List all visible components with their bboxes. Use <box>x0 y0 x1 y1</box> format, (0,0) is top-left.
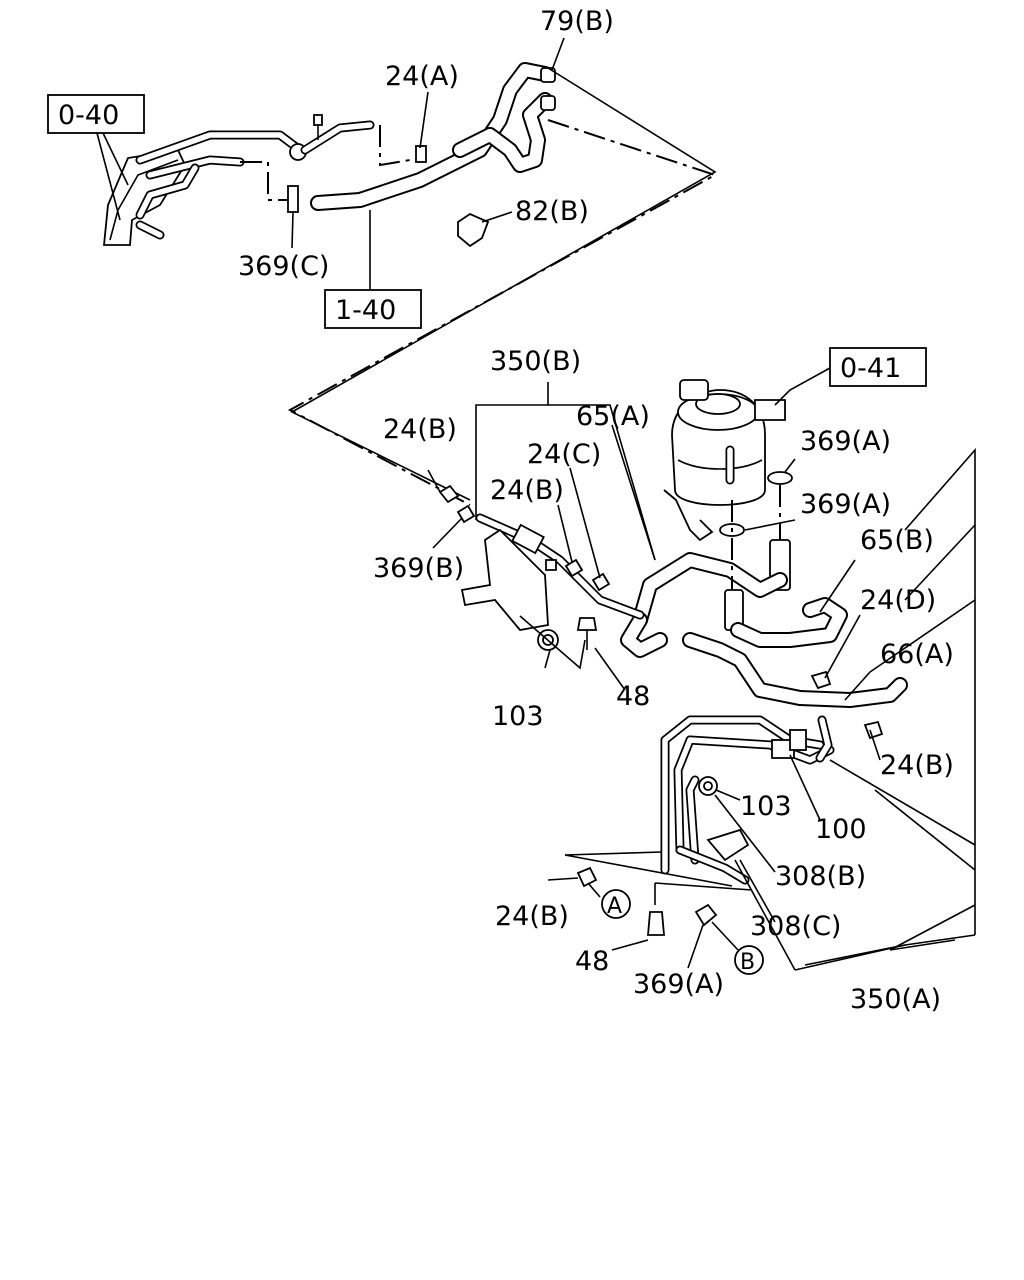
leader-lines <box>96 37 976 971</box>
callout-24c: 24(C) <box>527 439 601 470</box>
ref-box-0-40[interactable]: 0-40 <box>47 94 145 134</box>
callout-66a: 66(A) <box>880 639 954 670</box>
callout-369a-3: 369(A) <box>633 969 724 1000</box>
marker-a: A <box>601 889 631 919</box>
upper-pipe-assembly <box>103 62 718 506</box>
callout-24b-2: 24(B) <box>490 475 564 506</box>
callout-65a: 65(A) <box>576 401 650 432</box>
callout-24b-3: 24(B) <box>880 750 954 781</box>
callout-100: 100 <box>815 814 867 845</box>
callout-labels: 79(B) 24(A) 82(B) 369(C) 350(B) 65(A) 24… <box>238 6 954 1015</box>
callout-48-1: 48 <box>616 681 650 712</box>
callout-308b: 308(B) <box>775 861 866 892</box>
callout-369b: 369(B) <box>373 553 464 584</box>
callout-103-1: 103 <box>492 701 544 732</box>
svg-text:0-40: 0-40 <box>58 100 119 131</box>
callout-65b: 65(B) <box>860 525 934 556</box>
svg-text:A: A <box>607 894 622 919</box>
callout-48-2: 48 <box>575 946 609 977</box>
marker-b: B <box>734 945 764 975</box>
callout-308c: 308(C) <box>750 911 841 942</box>
callout-79b: 79(B) <box>540 6 614 37</box>
callout-82b: 82(B) <box>515 196 589 227</box>
callout-350a: 350(A) <box>850 984 941 1015</box>
ref-box-0-41[interactable]: 0-41 <box>829 347 927 387</box>
callout-350b: 350(B) <box>490 346 581 377</box>
callout-24b-4: 24(B) <box>495 901 569 932</box>
callout-369a-1: 369(A) <box>800 426 891 457</box>
callout-369a-2: 369(A) <box>800 489 891 520</box>
ref-box-1-40[interactable]: 1-40 <box>324 289 422 329</box>
callout-24b-1: 24(B) <box>383 414 457 445</box>
svg-text:B: B <box>740 950 755 975</box>
svg-text:1-40: 1-40 <box>335 295 396 326</box>
callout-103-2: 103 <box>740 791 792 822</box>
lower-pipe-assembly <box>564 715 835 936</box>
svg-text:0-41: 0-41 <box>840 353 901 384</box>
callout-24a: 24(A) <box>385 61 459 92</box>
callout-24d: 24(D) <box>860 585 936 616</box>
callout-369c: 369(C) <box>238 251 329 282</box>
